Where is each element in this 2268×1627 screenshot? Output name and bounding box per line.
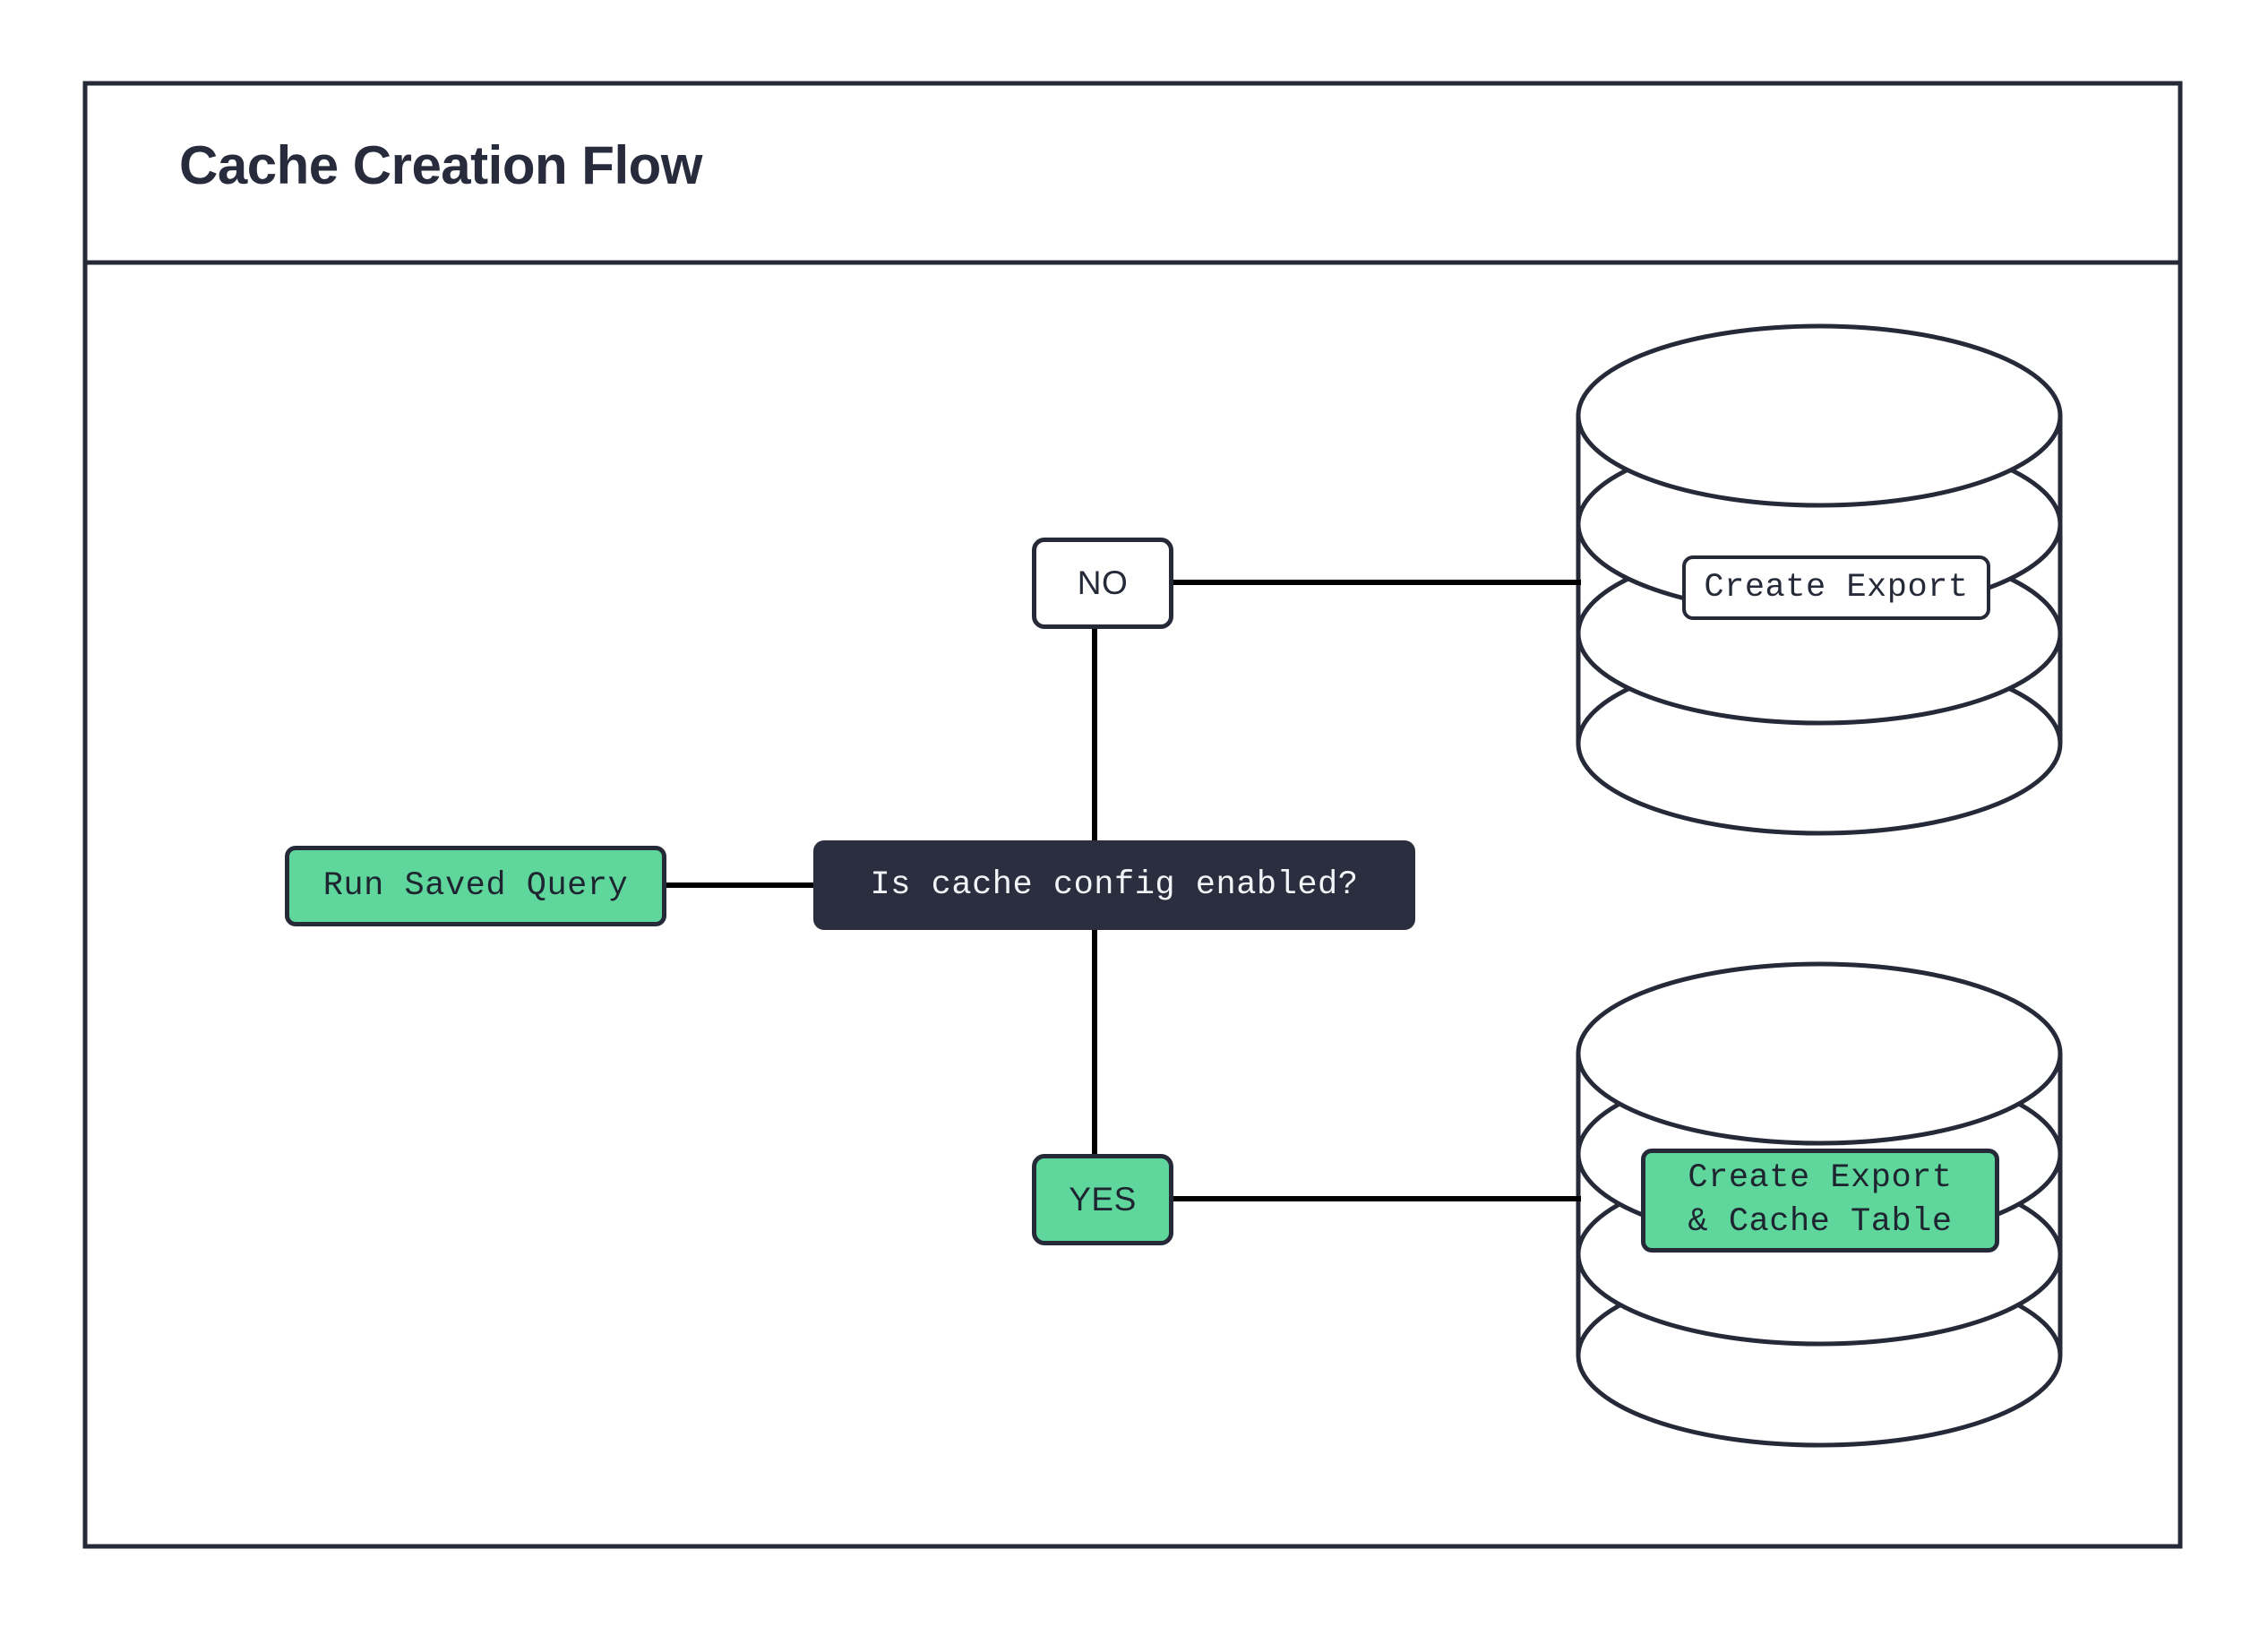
page-title: Cache Creation Flow <box>179 135 702 195</box>
branch-label-yes[interactable]: YES <box>1032 1154 1173 1245</box>
node-decision-cache-config[interactable]: Is cache config enabled? <box>813 840 1415 930</box>
branch-label-no[interactable]: NO <box>1032 538 1173 629</box>
node-run-saved-query[interactable]: Run Saved Query <box>285 846 666 926</box>
node-create-export-cache-table[interactable]: Create Export & Cache Table <box>1641 1149 1999 1253</box>
node-create-export[interactable]: Create Export <box>1682 555 1990 620</box>
